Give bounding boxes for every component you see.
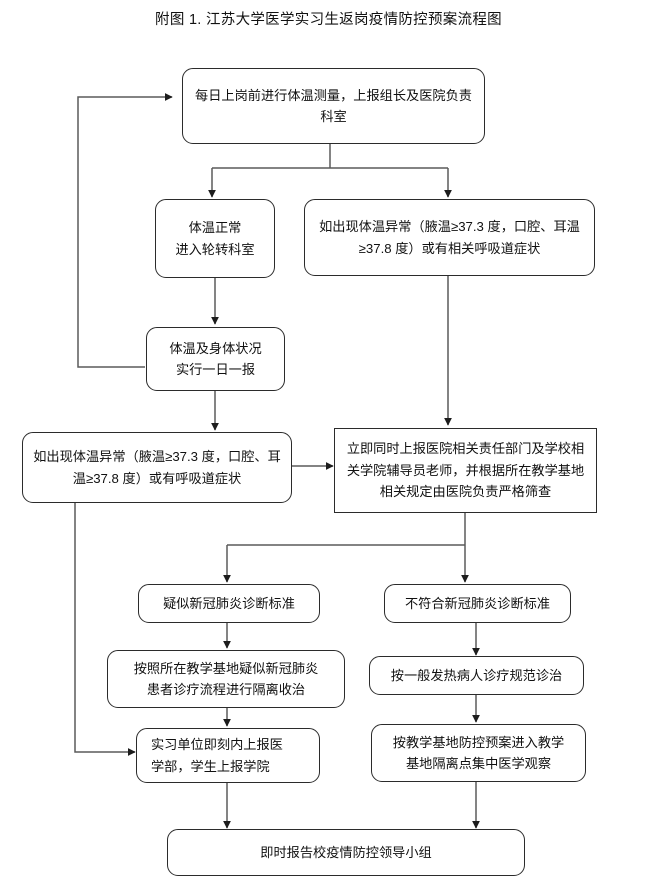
node-base-observation-line2: 基地隔离点集中医学观察	[405, 756, 552, 771]
node-isolation-treatment[interactable]: 按照所在教学基地疑似新冠肺炎患者诊疗流程进行隔离收治	[107, 650, 345, 708]
edge-temp-abnormal-mid-to-unit-reports	[74, 502, 136, 756]
node-base-observation[interactable]: 按教学基地防控预案进入教学基地隔离点集中医学观察	[371, 724, 586, 782]
node-unit-reports[interactable]: 实习单位即刻内上报医学部，学生上报学院	[136, 728, 320, 783]
node-report-immediately[interactable]: 立即同时上报医院相关责任部门及学校相关学院辅导员老师，并根据所在教学基地相关规定…	[334, 428, 597, 513]
node-daily-check[interactable]: 每日上岗前进行体温测量，上报组长及医院负责科室	[182, 68, 485, 144]
node-temp-normal-line1: 体温正常	[188, 220, 242, 236]
node-report-immediately-label: 立即同时上报医院相关责任部门及学校相关学院辅导员老师，并根据所在教学基地相关规定…	[346, 441, 585, 500]
node-report-school-group-label: 即时报告校疫情防控领导小组	[260, 844, 432, 860]
node-isolation-treatment-line1: 按照所在教学基地疑似新冠肺炎	[133, 660, 319, 676]
node-temp-normal-label: 体温正常进入轮转科室	[164, 217, 266, 260]
node-daily-report-line1: 体温及身体状况	[169, 340, 262, 356]
node-not-meeting-criteria[interactable]: 不符合新冠肺炎诊断标准	[384, 584, 571, 623]
node-fever-standard-care-label: 按一般发热病人诊疗规范诊治	[390, 667, 563, 683]
edge-feedback-loop	[77, 93, 173, 368]
node-daily-report[interactable]: 体温及身体状况实行一日一报	[146, 327, 285, 391]
node-temp-abnormal-top[interactable]: 如出现体温异常（腋温≥37.3 度，口腔、耳温≥37.8 度）或有相关呼吸道症状	[304, 199, 595, 276]
node-unit-reports-line1: 实习单位即刻内上报医	[151, 737, 283, 753]
node-base-observation-line1: 按教学基地防控预案进入教学	[392, 734, 565, 750]
node-suspected-criteria-label: 疑似新冠肺炎诊断标准	[163, 595, 295, 611]
page-title: 附图 1. 江苏大学医学实习生返岗疫情防控预案流程图	[155, 12, 502, 28]
node-temp-abnormal-top-label: 如出现体温异常（腋温≥37.3 度，口腔、耳温≥37.8 度）或有相关呼吸道症状	[319, 219, 580, 256]
node-temp-normal-line2: 进入轮转科室	[175, 241, 255, 257]
node-suspected-criteria[interactable]: 疑似新冠肺炎诊断标准	[138, 584, 320, 623]
node-daily-check-label: 每日上岗前进行体温测量，上报组长及医院负责科室	[195, 87, 472, 124]
node-fever-standard-care[interactable]: 按一般发热病人诊疗规范诊治	[369, 656, 584, 695]
node-temp-abnormal-mid-label: 如出现体温异常（腋温≥37.3 度，口腔、耳温≥37.8 度）或有呼吸道症状	[33, 449, 281, 486]
node-daily-report-line2: 实行一日一报	[175, 362, 256, 377]
node-isolation-treatment-line2: 患者诊疗流程进行隔离收治	[146, 682, 306, 697]
node-temp-abnormal-mid[interactable]: 如出现体温异常（腋温≥37.3 度，口腔、耳温≥37.8 度）或有呼吸道症状	[22, 432, 292, 503]
node-unit-reports-label: 实习单位即刻内上报医学部，学生上报学院	[151, 734, 311, 777]
node-temp-normal[interactable]: 体温正常进入轮转科室	[155, 199, 275, 278]
node-daily-report-label: 体温及身体状况实行一日一报	[155, 338, 276, 381]
node-report-school-group[interactable]: 即时报告校疫情防控领导小组	[167, 829, 525, 876]
node-unit-reports-line2: 学部，学生上报学院	[151, 758, 270, 774]
node-base-observation-label: 按教学基地防控预案进入教学基地隔离点集中医学观察	[380, 732, 577, 775]
node-not-meeting-criteria-label: 不符合新冠肺炎诊断标准	[404, 595, 551, 611]
node-isolation-treatment-label: 按照所在教学基地疑似新冠肺炎患者诊疗流程进行隔离收治	[116, 658, 336, 701]
